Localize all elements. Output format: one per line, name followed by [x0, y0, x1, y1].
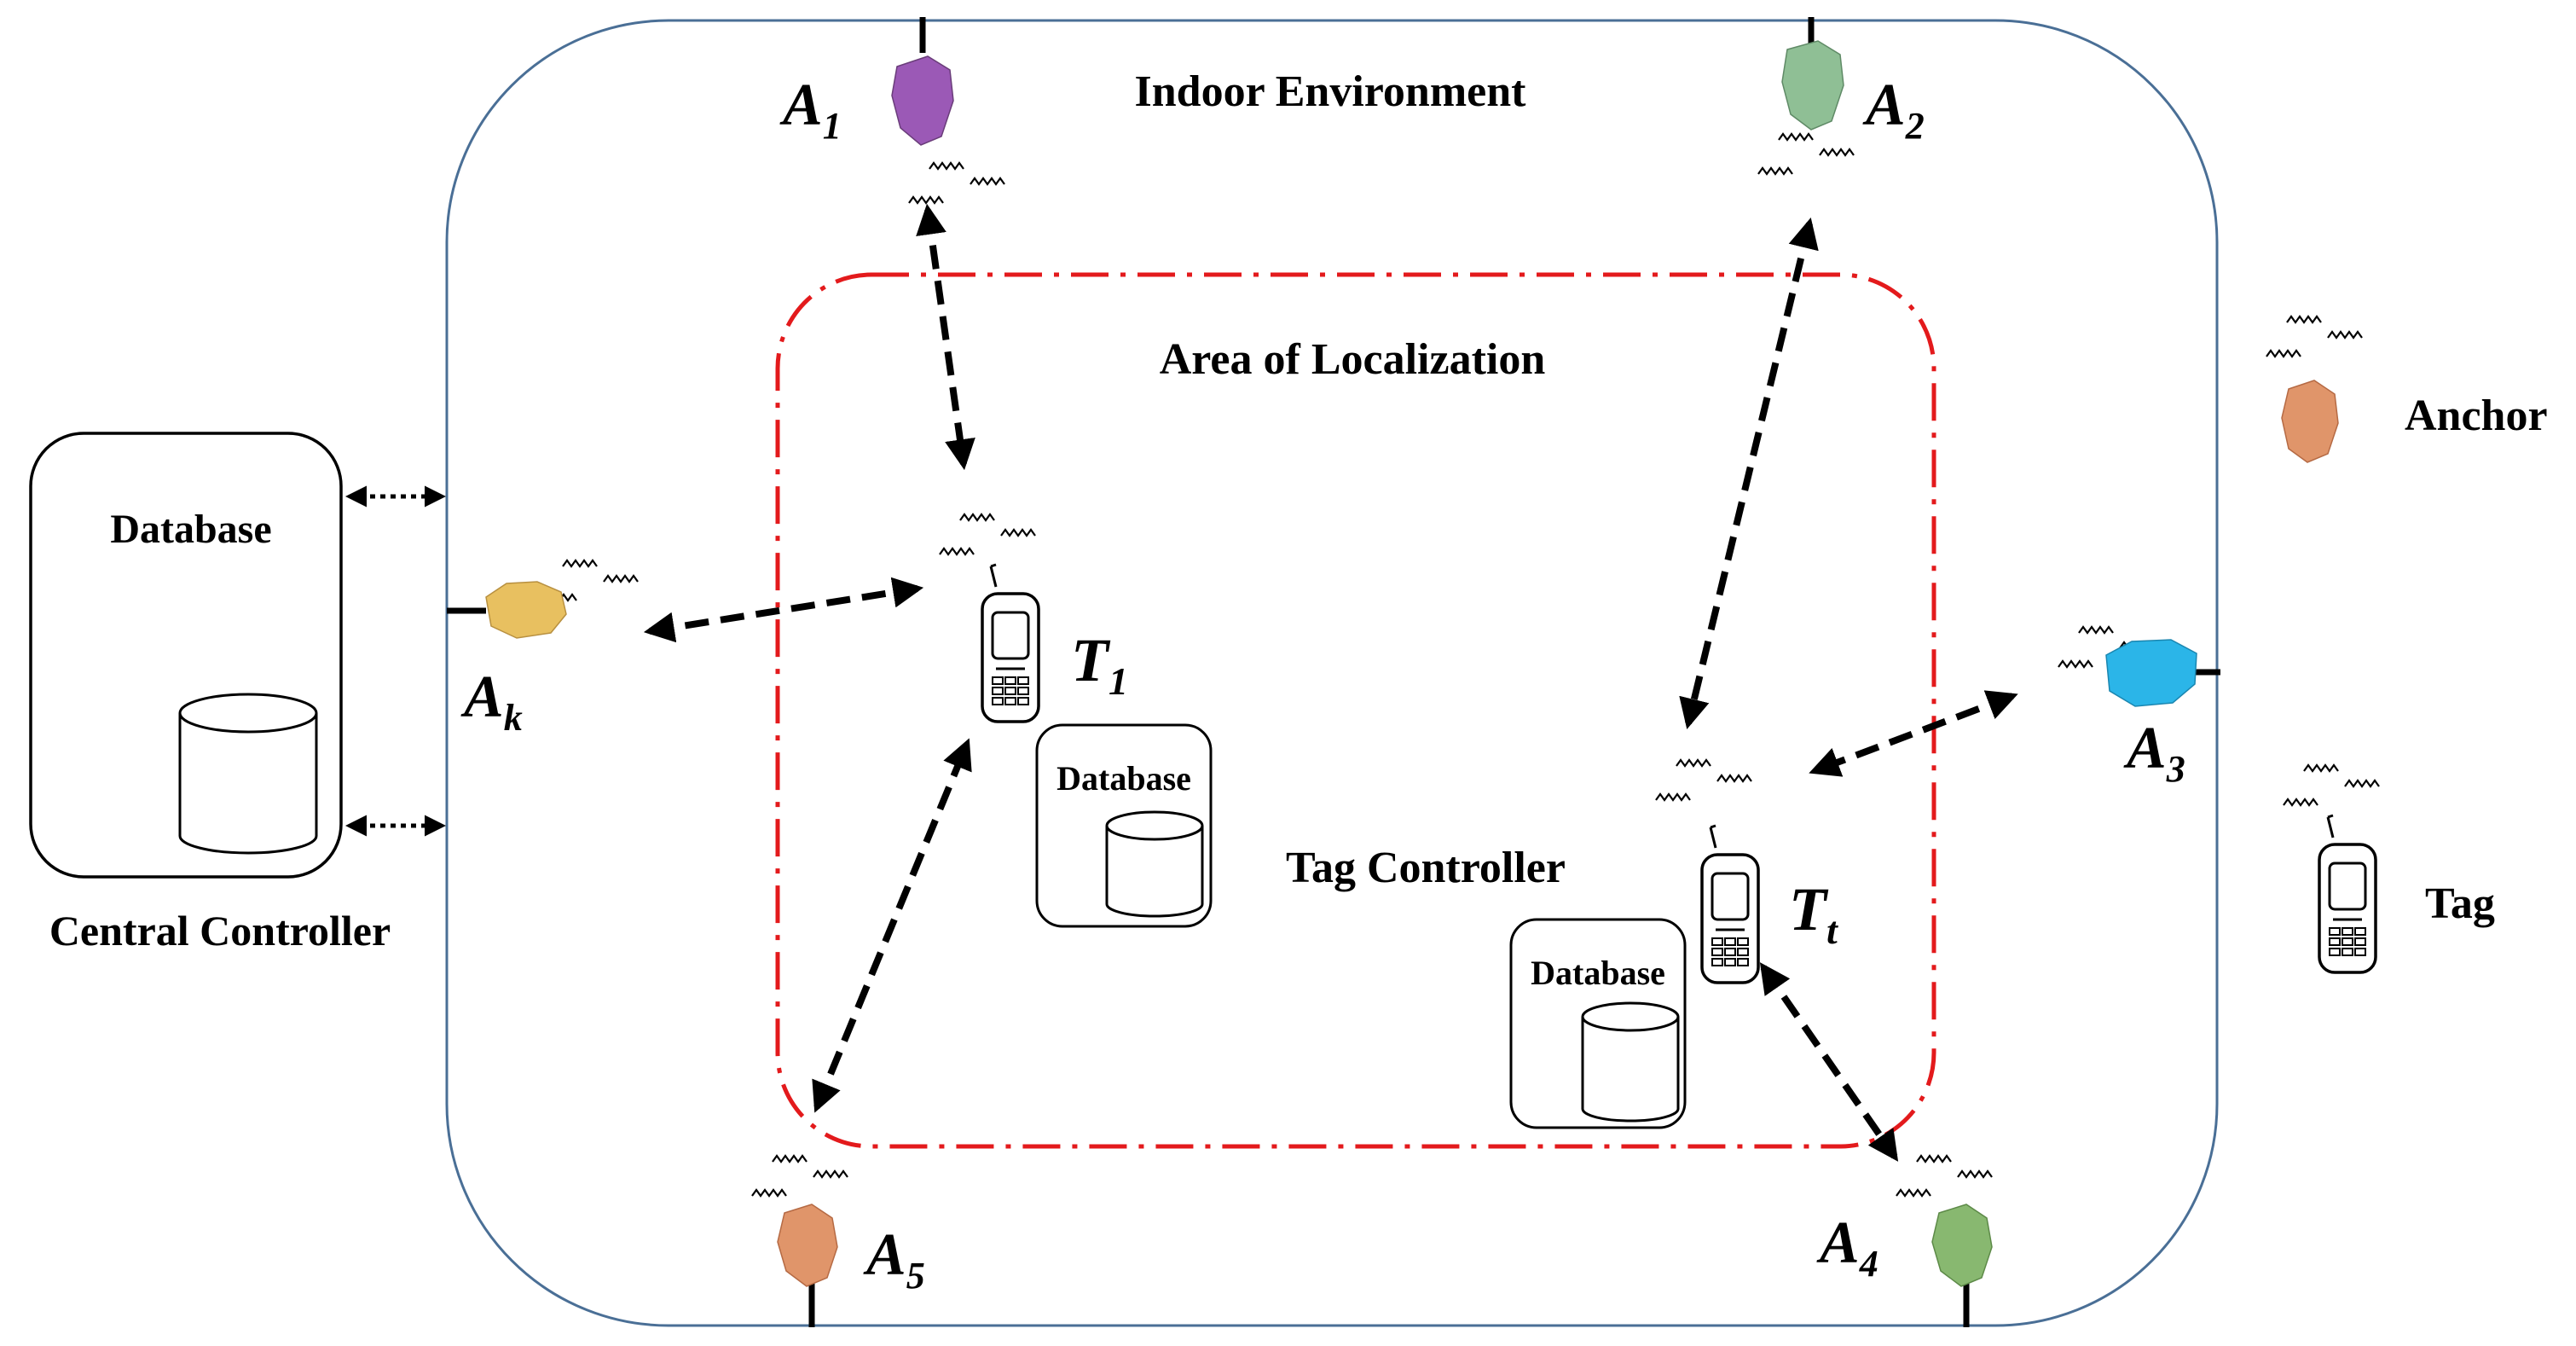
legend-anchor-label: Anchor	[2405, 392, 2548, 440]
anchor-ak-label: Ak	[460, 664, 523, 739]
signal-waves-icon	[2282, 763, 2381, 807]
anchor-mounts	[447, 17, 2220, 1327]
anchor-tag-links	[643, 203, 2018, 1162]
legend-tag-icon	[2318, 814, 2377, 974]
area-of-localization-label: Area of Localization	[1160, 335, 1546, 384]
anchor-a1-label: A1	[779, 73, 842, 147]
legend-tag-label: Tag	[2425, 879, 2495, 928]
central-controller-label: Central Controller	[49, 907, 391, 954]
legend-anchor-icon	[2281, 380, 2339, 463]
t1-database-label: Database	[1056, 759, 1191, 798]
link-a1-t1	[916, 203, 975, 471]
anchor-a5-label: A5	[863, 1222, 925, 1297]
tag-t1-label: T1	[1071, 626, 1128, 703]
anchor-a2-icon	[1781, 40, 1844, 131]
anchor-a3-icon	[2105, 639, 2197, 707]
anchor-a3-label: A3	[2123, 716, 2185, 790]
link-a3-tt	[1809, 690, 2018, 777]
indoor-environment-boundary	[445, 19, 2219, 1327]
central-controller: Database Central Controller	[29, 432, 391, 954]
central-database-label: Database	[110, 507, 271, 552]
signal-waves-icon	[907, 161, 1006, 205]
anchor-a4-icon	[1931, 1204, 1993, 1287]
central-database-icon	[178, 693, 318, 855]
link-a4-tt	[1759, 962, 1899, 1162]
tag-tt: Tt Database	[1509, 758, 1838, 1129]
legend: Anchor Tag	[2265, 315, 2548, 974]
anchor-a3: A3	[2057, 625, 2197, 790]
t1-database-icon	[1105, 810, 1204, 918]
link-a5-t1	[812, 738, 972, 1113]
tag-controller-label: Tag Controller	[1286, 844, 1566, 892]
tt-database-icon	[1581, 1001, 1680, 1123]
anchor-ak-icon	[485, 581, 567, 639]
anchor-a1-icon	[891, 55, 954, 146]
anchor-a4-label: A4	[1816, 1210, 1878, 1285]
area-of-localization-boundary	[775, 272, 1936, 1149]
signal-waves-icon	[1654, 758, 1753, 802]
anchor-a2: A2	[1757, 40, 1925, 176]
anchor-a4: A4	[1816, 1154, 1994, 1287]
anchor-a1: A1	[779, 55, 1006, 205]
indoor-environment-label: Indoor Environment	[1135, 67, 1527, 116]
signal-waves-icon	[1757, 132, 1855, 176]
signal-waves-icon	[1895, 1154, 1994, 1198]
link-a2-tt	[1679, 218, 1819, 729]
anchor-a5: A5	[750, 1154, 925, 1297]
signal-waves-icon	[2265, 315, 2364, 358]
tt-database-label: Database	[1531, 954, 1665, 992]
anchor-ak: Ak	[460, 559, 640, 739]
tag-tt-label: Tt	[1789, 875, 1838, 952]
signal-waves-icon	[750, 1154, 849, 1198]
anchor-a2-label: A2	[1862, 73, 1925, 147]
tag-t1: T1 Database	[938, 513, 1213, 928]
anchor-a5-icon	[777, 1204, 838, 1287]
link-ak-t1	[643, 577, 924, 643]
phone-icon	[981, 563, 1040, 723]
phone-icon	[1700, 824, 1760, 984]
signal-waves-icon	[938, 513, 1037, 556]
